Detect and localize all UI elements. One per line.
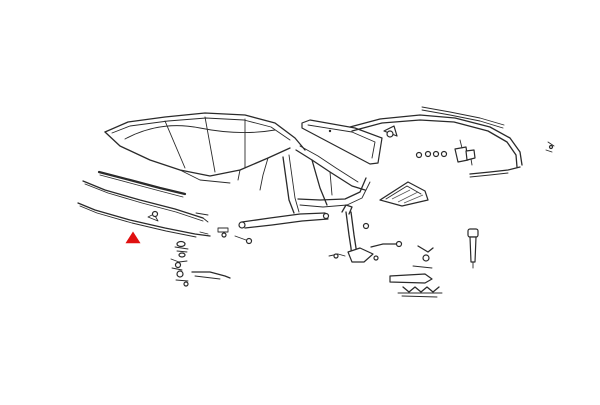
spring-assembly-icon: [389, 245, 443, 298]
fastener-cluster-icon: [415, 139, 476, 166]
front-header-bow-icon: [349, 106, 555, 178]
fastener-cluster-icon: [170, 240, 231, 287]
rear-seal-rail-icon: [379, 181, 429, 207]
rear-window-glass-icon: [301, 119, 383, 165]
link-arm-icon: [217, 212, 330, 245]
red-triangle-pointer-icon[interactable]: [125, 231, 141, 244]
hinge-pivot-assembly-icon: [328, 204, 403, 263]
side-weatherstrip-rails-icon: [77, 170, 211, 238]
gas-strut-icon: [467, 228, 479, 269]
